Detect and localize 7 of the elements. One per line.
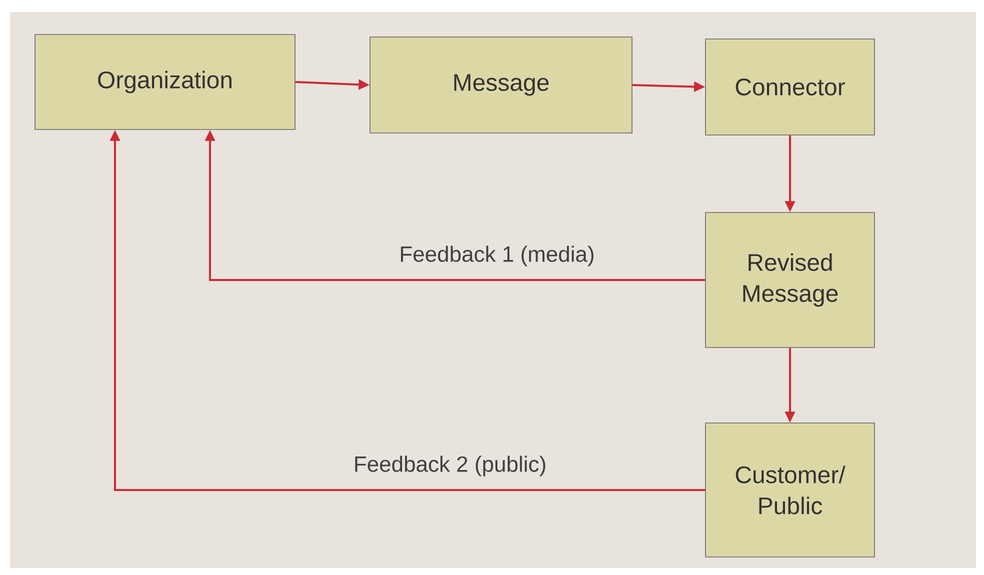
process-box: Message	[370, 36, 632, 134]
process-box: Customer/ Public	[705, 422, 875, 558]
edge-label: Feedback 1 (media)	[398, 244, 596, 268]
edge-label: Feedback 2 (public)	[352, 454, 548, 478]
process-box: Revised Message	[705, 212, 875, 348]
process-box: Connector	[705, 38, 875, 136]
process-box: Organization	[34, 34, 296, 130]
